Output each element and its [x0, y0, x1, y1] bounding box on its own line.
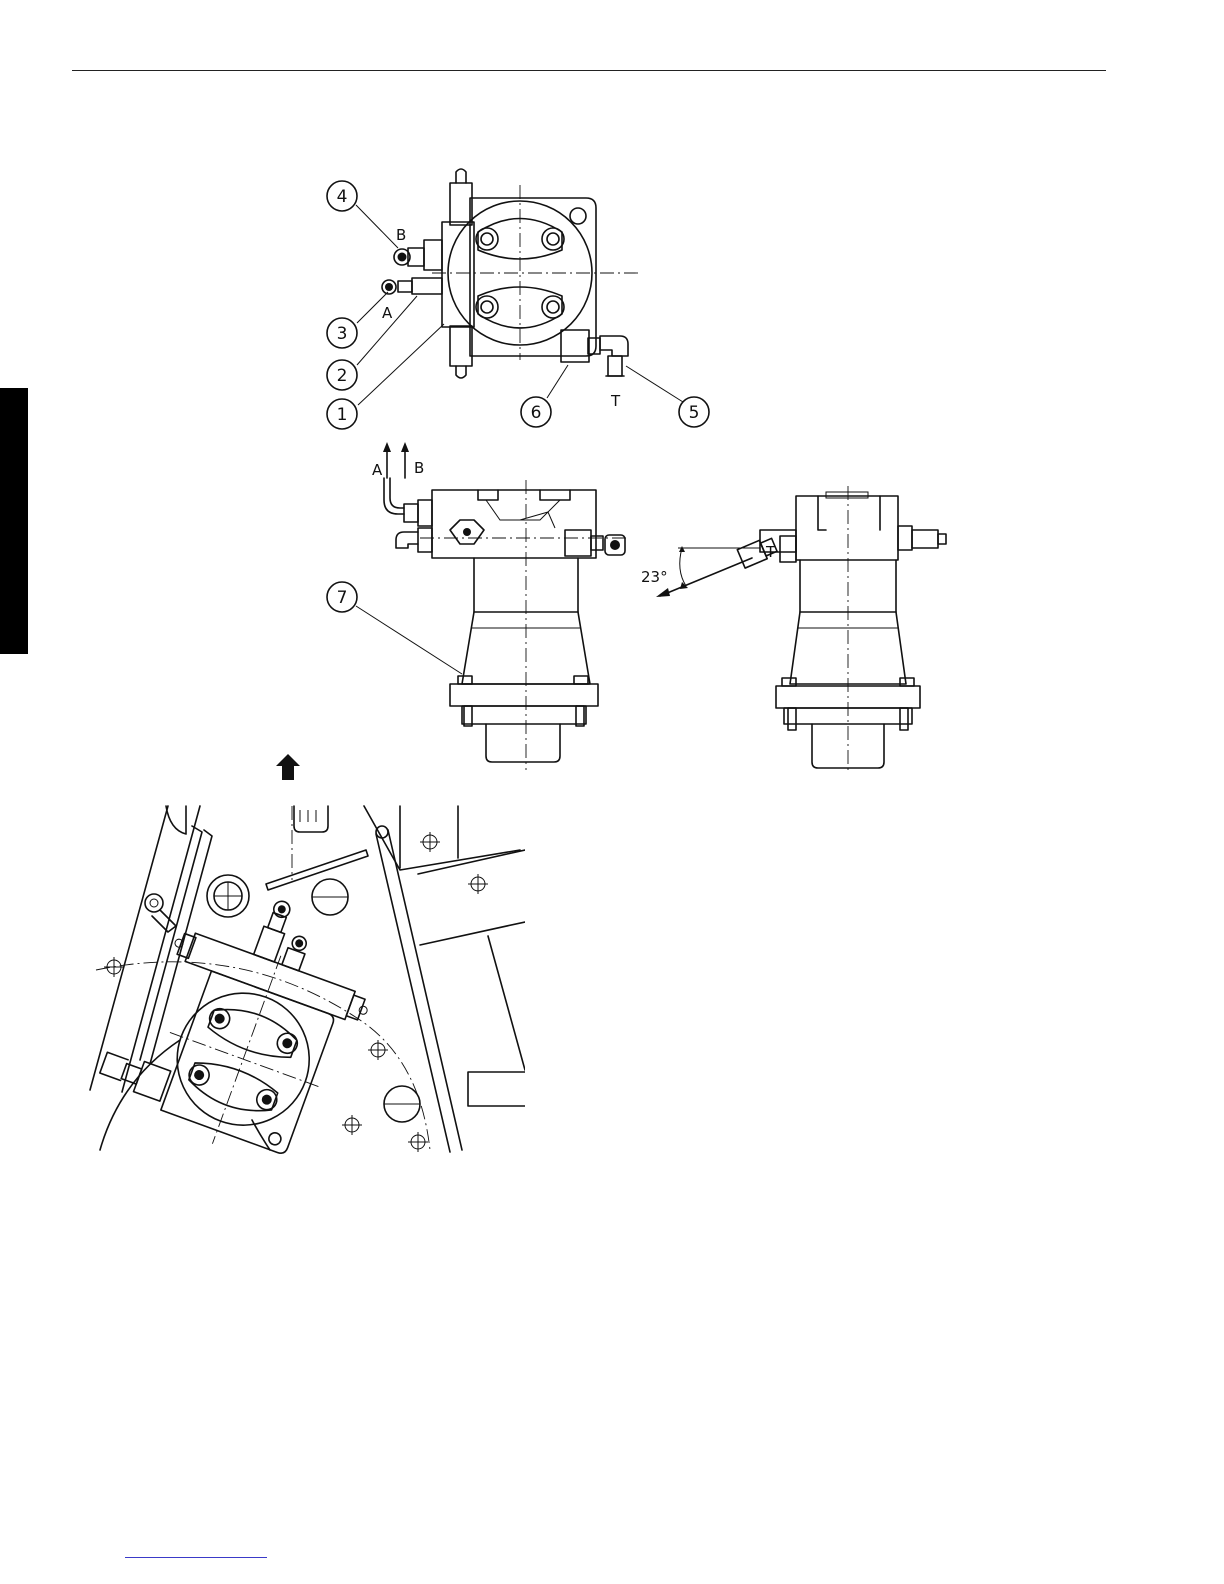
port-label-b-front: B: [414, 459, 424, 477]
callout-4: 4: [337, 187, 348, 207]
callout-1: 1: [337, 405, 348, 425]
callout-2: 2: [337, 366, 348, 386]
callout-5: 5: [689, 403, 700, 423]
callout-7: 7: [337, 588, 348, 608]
port-label-t-top: T: [610, 392, 621, 410]
front-view: [327, 442, 630, 770]
top-view: [327, 169, 709, 429]
angle-label: 23°: [641, 568, 668, 586]
port-label-t-side: T: [765, 543, 776, 561]
forward-arrow-icon: [276, 754, 300, 780]
port-label-a-top: A: [382, 304, 393, 322]
callout-6: 6: [531, 403, 542, 423]
port-label-b-top: B: [396, 226, 406, 244]
port-label-a-front: A: [372, 461, 383, 479]
installation-view: [90, 806, 525, 1178]
side-view: [656, 486, 946, 774]
callout-3: 3: [337, 324, 348, 344]
